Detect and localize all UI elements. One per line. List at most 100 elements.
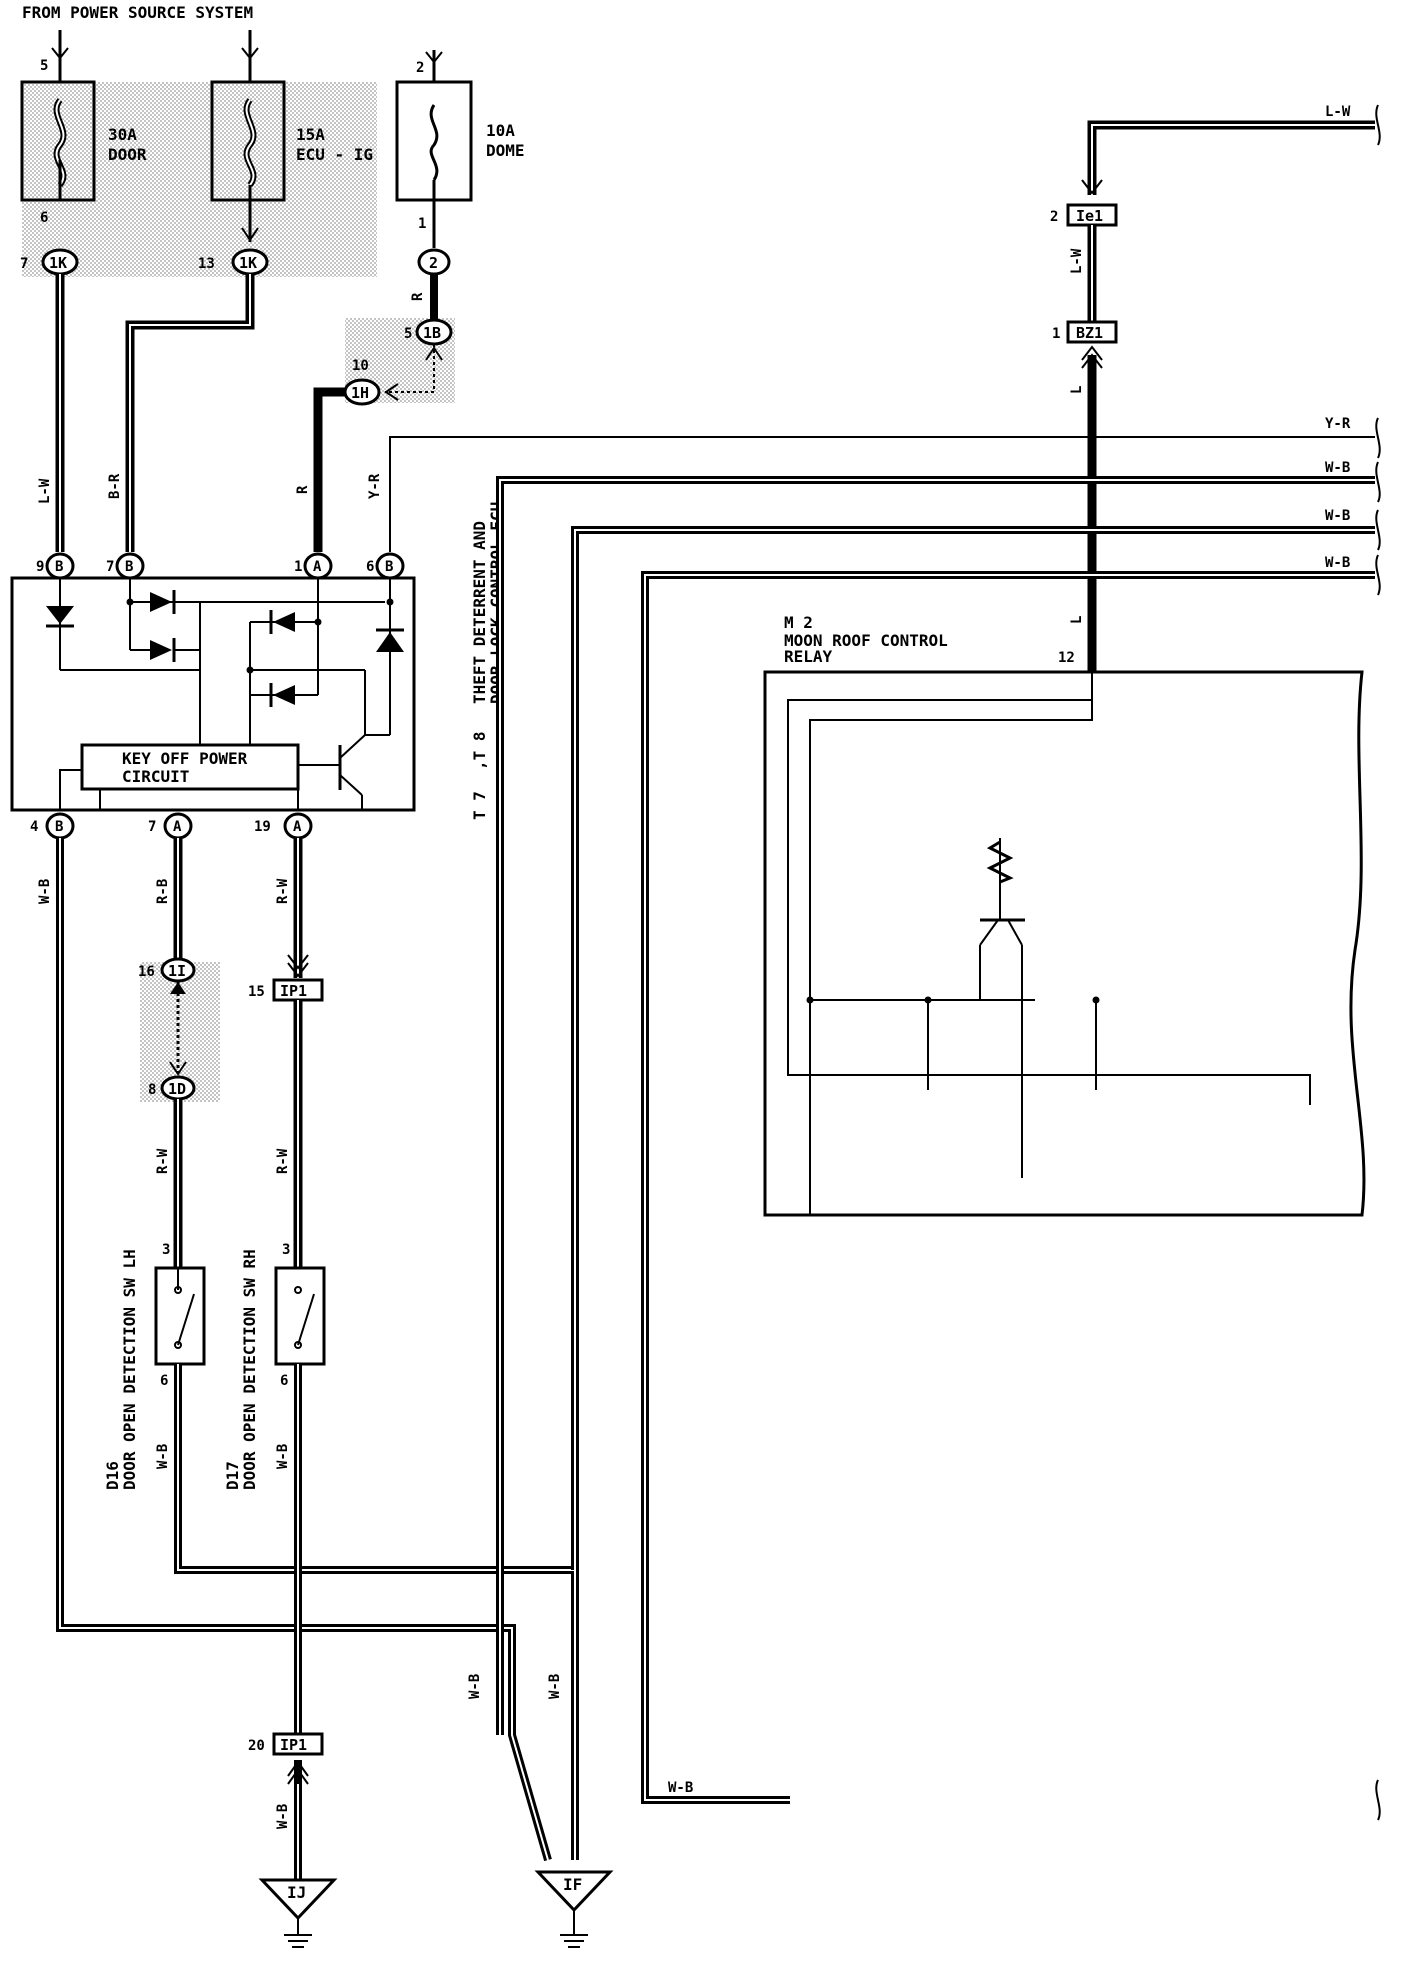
connector-1k-pin13: 1K 13	[198, 248, 269, 276]
svg-text:W-B: W-B	[37, 879, 53, 904]
wire-rb: R-B	[155, 838, 183, 960]
svg-text:L: L	[1069, 616, 1085, 624]
fuse-dome: 2 10A DOME 1	[395, 50, 525, 248]
svg-text:DOME: DOME	[486, 141, 525, 160]
svg-text:6: 6	[280, 1373, 288, 1389]
ecu-pin-6: B 6	[366, 552, 405, 580]
ground-ij: IJ	[258, 1878, 338, 1948]
svg-text:T 7: T 7	[470, 791, 489, 820]
svg-text:ECU - IG: ECU - IG	[296, 145, 373, 164]
wire-wb-right-2: W-B	[571, 508, 1375, 1570]
svg-text:A: A	[313, 559, 322, 575]
shaded-area-fuse-block	[22, 82, 377, 277]
svg-text:2: 2	[429, 254, 438, 272]
connector-1b: 1B 5	[404, 318, 453, 346]
connector-bz1-pin1: BZ1 1	[1052, 320, 1118, 344]
svg-text:R-W: R-W	[275, 1148, 291, 1174]
moon-roof-relay: M 2 MOON ROOF CONTROL RELAY 12	[763, 613, 1366, 1217]
svg-text:W-B: W-B	[1325, 460, 1350, 476]
svg-text:3: 3	[162, 1242, 170, 1258]
connector-1d: 1D 8	[148, 1075, 196, 1101]
svg-text:5: 5	[404, 326, 412, 342]
svg-text:M 2: M 2	[784, 613, 813, 632]
svg-text:Ie1: Ie1	[1076, 207, 1103, 225]
svg-text:B: B	[385, 559, 393, 575]
svg-text:1K: 1K	[239, 254, 257, 272]
svg-text:6: 6	[366, 559, 374, 575]
svg-text:W-B: W-B	[155, 1444, 171, 1469]
ecu-pin-1: A 1	[294, 552, 333, 580]
ecu-pin-4: B 4	[30, 812, 75, 840]
svg-text:15A: 15A	[296, 125, 325, 144]
ecu-pin-9: B 9	[36, 552, 75, 580]
svg-text:R-W: R-W	[275, 878, 291, 904]
svg-text:IP1: IP1	[280, 1736, 307, 1754]
svg-text:2: 2	[416, 60, 424, 76]
svg-text:R-B: R-B	[155, 879, 171, 904]
connector-1i: 1I 16	[138, 957, 196, 983]
svg-text:IP1: IP1	[280, 982, 307, 1000]
svg-text:DOOR: DOOR	[108, 145, 147, 164]
svg-text:,T 8: ,T 8	[470, 731, 489, 770]
svg-text:RELAY: RELAY	[784, 647, 833, 666]
svg-text:5: 5	[40, 58, 48, 74]
svg-text:R: R	[295, 485, 311, 494]
ecu-pin-19: A 19	[254, 812, 313, 840]
svg-text:DOOR OPEN DETECTION SW LH: DOOR OPEN DETECTION SW LH	[120, 1249, 139, 1490]
wire-rw-ip1: R-W	[275, 838, 309, 978]
svg-text:D16: D16	[103, 1461, 122, 1490]
key-off-circuit-label: KEY OFF POWER	[122, 749, 248, 768]
svg-text:16: 16	[138, 964, 155, 980]
svg-text:1D: 1D	[168, 1080, 186, 1098]
svg-text:B-R: B-R	[107, 473, 123, 499]
fuse-ecu-ig: 15A ECU - IG	[210, 30, 373, 242]
svg-text:IJ: IJ	[287, 1883, 306, 1902]
wire-wb-ecu-ground: W-B	[37, 838, 552, 1862]
svg-text:W-B: W-B	[275, 1444, 291, 1469]
svg-text:A: A	[173, 819, 182, 835]
svg-text:9: 9	[36, 559, 44, 575]
svg-text:IF: IF	[563, 1875, 582, 1894]
svg-text:6: 6	[40, 210, 48, 226]
wire-rw-d16: R-W 3	[155, 1099, 183, 1268]
wire-lw-mid: L-W	[1069, 225, 1097, 322]
wire-wb-d16: W-B W-B W-B	[155, 1364, 579, 1860]
wire-wb-right-3: W-B W-B	[641, 555, 1375, 1804]
connector-ip1-pin15: IP1 15	[248, 978, 324, 1002]
svg-text:B: B	[55, 559, 63, 575]
svg-text:A: A	[293, 819, 302, 835]
wire-yr: Y-R Y-R	[367, 416, 1375, 552]
svg-text:Y-R: Y-R	[367, 473, 383, 499]
svg-text:12: 12	[1058, 650, 1075, 666]
connector-ip1-pin20: IP1 20	[248, 1732, 324, 1756]
svg-text:B: B	[125, 559, 133, 575]
ecu-pin-7b: A 7	[148, 812, 193, 840]
svg-text:1I: 1I	[168, 962, 186, 980]
wire-lw-top: L-W	[1081, 104, 1381, 195]
connector-2: 2	[417, 248, 451, 276]
svg-text:10: 10	[352, 358, 369, 374]
wire-edge-breaks	[1375, 417, 1381, 1821]
wire-wb-d17: W-B	[275, 1364, 302, 1734]
svg-text:6: 6	[160, 1373, 168, 1389]
svg-text:1: 1	[1052, 326, 1060, 342]
svg-text:D17: D17	[223, 1461, 242, 1490]
svg-text:2: 2	[1050, 209, 1058, 225]
ecu-pin-7: B 7	[106, 552, 145, 580]
svg-text:4: 4	[30, 819, 38, 835]
svg-text:W-B: W-B	[275, 1804, 291, 1829]
wire-r-ecu: R	[295, 387, 345, 552]
svg-text:1B: 1B	[423, 324, 441, 342]
svg-text:30A: 30A	[108, 125, 137, 144]
svg-text:15: 15	[248, 984, 265, 1000]
svg-text:1K: 1K	[49, 254, 67, 272]
svg-text:13: 13	[198, 256, 215, 272]
wire-wb-right-1: W-B	[496, 460, 1375, 1735]
svg-text:1H: 1H	[351, 384, 369, 402]
svg-text:7: 7	[148, 819, 156, 835]
svg-text:BZ1: BZ1	[1076, 324, 1103, 342]
svg-text:L-W: L-W	[1325, 104, 1351, 120]
svg-text:W-B: W-B	[547, 1674, 563, 1699]
svg-text:B: B	[55, 819, 63, 835]
